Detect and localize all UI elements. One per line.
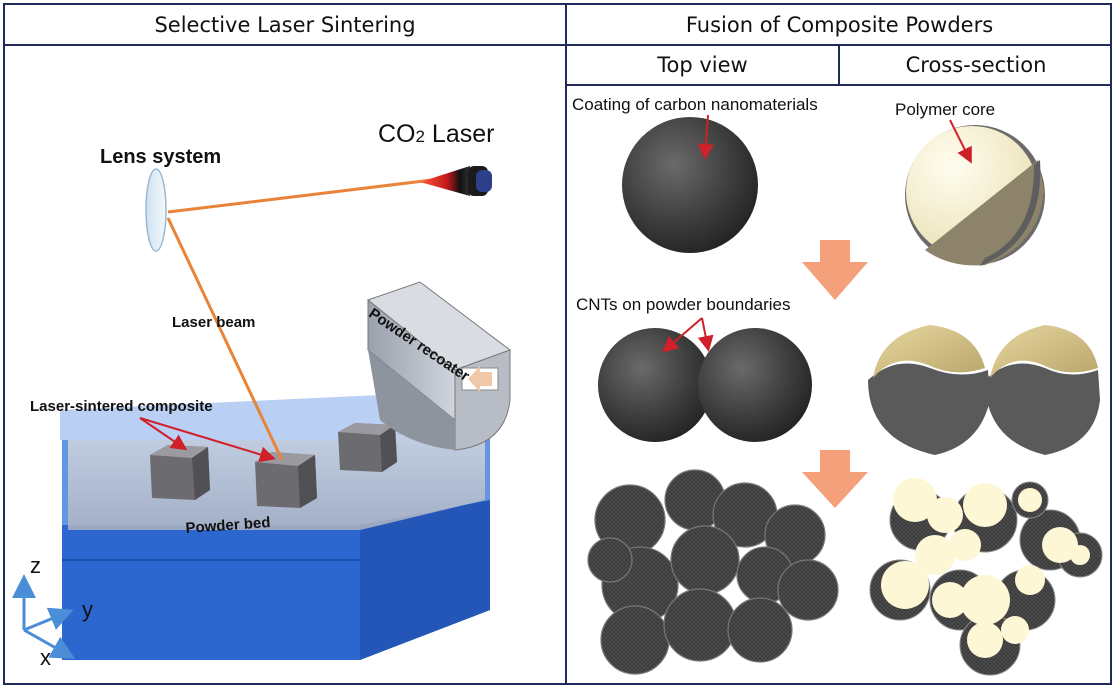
co2-laser-main: CO [378, 120, 416, 148]
fused-particles-cross-section [868, 325, 1100, 455]
arrow-cnt-2 [697, 317, 714, 352]
subheader-vdivider [838, 44, 840, 85]
axis-y-label: y [82, 597, 93, 622]
laser-beam-horizontal [167, 178, 433, 214]
polymer-core-cross-section [905, 125, 1045, 266]
sintered-block-2 [255, 452, 317, 508]
co2-laser-label: CO2 Laser [378, 120, 494, 149]
cnt-boundaries-label: CNTs on powder boundaries [576, 295, 791, 314]
sintered-aggregate-top-view [587, 469, 839, 675]
header-divider [3, 44, 1112, 46]
figure-frame [3, 3, 1112, 685]
center-divider [565, 3, 567, 685]
powder-recoater [366, 281, 512, 451]
coating-label: Coating of carbon nanomaterials [572, 95, 818, 114]
axis-z-label: z [30, 553, 41, 578]
laser-beam-label: Laser beam [172, 314, 256, 331]
cross-section-header: Cross-section [905, 53, 1047, 77]
arrow-polymer-core [949, 119, 972, 164]
right-panel-title: Fusion of Composite Powders [685, 12, 994, 37]
arrow-cnt-1 [661, 317, 703, 353]
laser-sintered-composite-label: Laser-sintered composite [30, 398, 213, 415]
lens [145, 168, 167, 252]
coated-particle-top-view [622, 117, 758, 253]
subheader-divider [565, 84, 1112, 86]
top-view-header: Top view [657, 53, 748, 77]
sintered-block-3 [338, 423, 397, 472]
arrow-to-block-1 [139, 417, 188, 451]
fused-particles-top-view [598, 328, 812, 442]
axis-gizmo [11, 574, 76, 659]
co2-laser-suffix: Laser [424, 120, 495, 148]
process-arrow-1 [802, 240, 868, 300]
process-arrow-2 [802, 450, 868, 508]
laser-beam-down [166, 217, 284, 461]
arrow-to-block-2 [139, 417, 276, 463]
lens-system-label: Lens system [100, 146, 222, 168]
co2-laser-sub: 2 [415, 127, 425, 146]
arrow-coating [697, 114, 714, 160]
polymer-core-label: Polymer core [895, 100, 996, 119]
axis-x-label: x [40, 645, 51, 670]
sintered-aggregate-cross-section [869, 478, 1103, 676]
sintered-block-1 [150, 445, 210, 500]
left-panel-title: Selective Laser Sintering [154, 12, 416, 37]
co2-laser [420, 166, 492, 196]
